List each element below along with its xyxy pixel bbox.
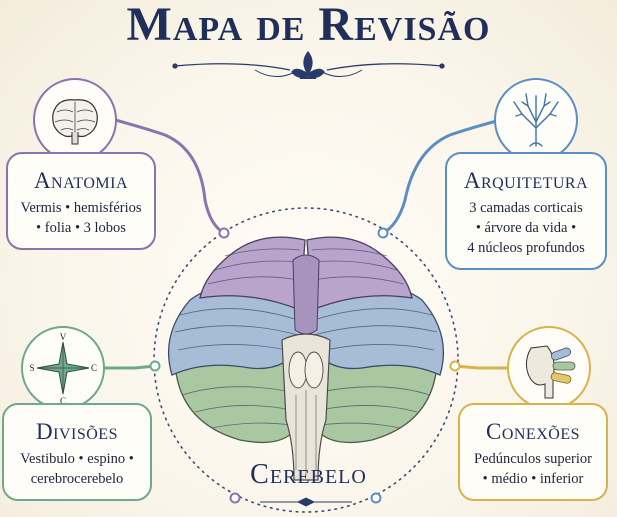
compass-north: V — [60, 332, 67, 342]
anatomia-medallion — [33, 78, 117, 162]
tree-of-life-icon — [513, 93, 559, 147]
anatomia-line-1: Vermis • hemisférios — [20, 200, 142, 216]
divisoes-line-1: Vestibulo • espino • — [20, 451, 134, 467]
divisoes-medallion: V S C C — [21, 326, 105, 410]
arquitetura-card: Arquitetura 3 camadas corticais • árvore… — [445, 152, 607, 270]
arquitetura-line-3: 4 núcleos profundos — [467, 240, 585, 256]
conexoes-line-2: • médio • inferior — [482, 471, 584, 487]
conexoes-line-1: Pedúnculos superior — [474, 451, 592, 467]
arquitetura-line-1: 3 camadas corticais — [469, 200, 583, 216]
conexoes-title: Conexões — [485, 419, 580, 444]
divisoes-title: Divisões — [36, 419, 118, 444]
connector-anatomia — [107, 116, 225, 235]
arquitetura-medallion — [494, 78, 578, 162]
title-ornament — [172, 50, 445, 79]
dotted-ring — [153, 207, 459, 513]
compass-south: C — [60, 396, 66, 406]
divisoes-card: Divisões Vestibulo • espino • cerebrocer… — [2, 403, 152, 501]
conexoes-card: Conexões Pedúnculos superior • médio • i… — [458, 403, 608, 501]
compass-west: S — [29, 363, 34, 373]
connector-conexoes — [454, 364, 515, 370]
center-label: Cerebelo — [250, 459, 367, 490]
divisoes-line-2: cerebrocerebelo — [30, 471, 124, 487]
arquitetura-line-2: • árvore da vida • — [475, 220, 577, 236]
cerebellum-icon — [52, 99, 98, 145]
conexoes-medallion — [507, 326, 591, 410]
compass-icon: V S C C — [29, 332, 97, 406]
arquitetura-title: Arquitetura — [463, 168, 589, 193]
anatomia-line-2: • folia • 3 lobos — [36, 220, 126, 236]
cerebellum-illustration — [167, 236, 445, 481]
page-title: Mapa de Revisão — [126, 0, 491, 51]
anatomia-title: Anatomia — [33, 168, 129, 193]
label-ornament — [260, 497, 352, 507]
anatomia-card: Anatomia Vermis • hemisférios • folia • … — [6, 152, 156, 250]
peduncles-icon — [525, 345, 576, 399]
connector-arquitetura — [382, 116, 509, 235]
compass-east: C — [91, 363, 97, 373]
connector-divisoes — [100, 364, 156, 370]
